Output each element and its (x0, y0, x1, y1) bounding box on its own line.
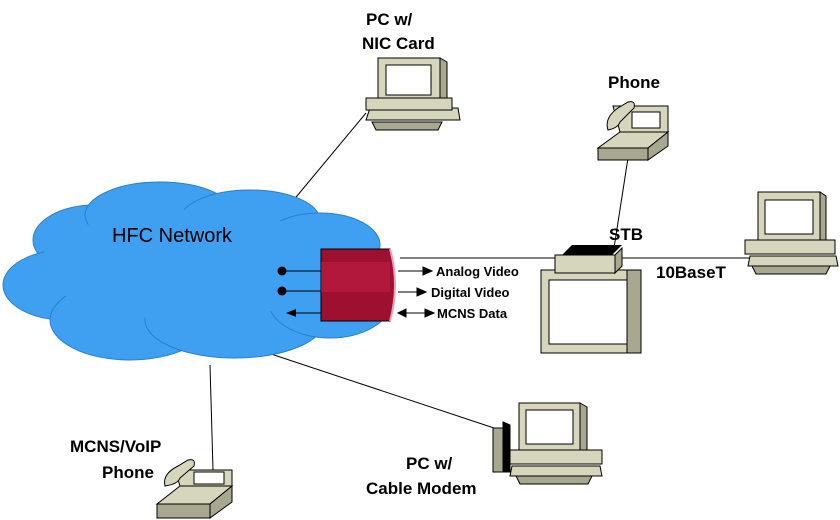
signal-analog-video: Analog Video (436, 264, 519, 279)
label-10baset: 10BaseT (656, 263, 727, 282)
link-phone-stb (613, 157, 629, 249)
signal-digital-video: Digital Video (431, 285, 510, 300)
link-voip-phone (209, 364, 214, 471)
cloud-icon (2, 181, 393, 361)
label-pc-nic-line1: PC w/ (366, 10, 413, 29)
link-pc-nic (286, 112, 367, 209)
converter-icon (320, 248, 396, 322)
label-pc-modem-line1: PC w/ (406, 454, 453, 473)
pc-cable-modem-icon (492, 402, 603, 485)
pc-nic-icon (365, 57, 461, 131)
signal-arrows (396, 266, 436, 318)
label-pc-nic-line2: NIC Card (362, 34, 435, 53)
phone-icon (596, 101, 670, 161)
voip-phone-icon (155, 459, 234, 519)
tv-icon (540, 269, 642, 354)
label-pc-modem-line2: Cable Modem (366, 479, 477, 498)
connection-lines (209, 112, 758, 471)
cloud-ports (277, 266, 321, 317)
cloud-label: HFC Network (112, 225, 233, 247)
link-pc-modem (264, 351, 501, 431)
label-voip-line2: Phone (102, 463, 154, 482)
label-voip-line1: MCNS/VoIP (70, 437, 161, 456)
set-top-box-icon (554, 245, 623, 275)
label-phone: Phone (608, 73, 660, 92)
label-stb: STB (609, 225, 643, 244)
signal-mcns-data: MCNS Data (437, 306, 508, 321)
pc-10baset-icon (744, 191, 839, 275)
